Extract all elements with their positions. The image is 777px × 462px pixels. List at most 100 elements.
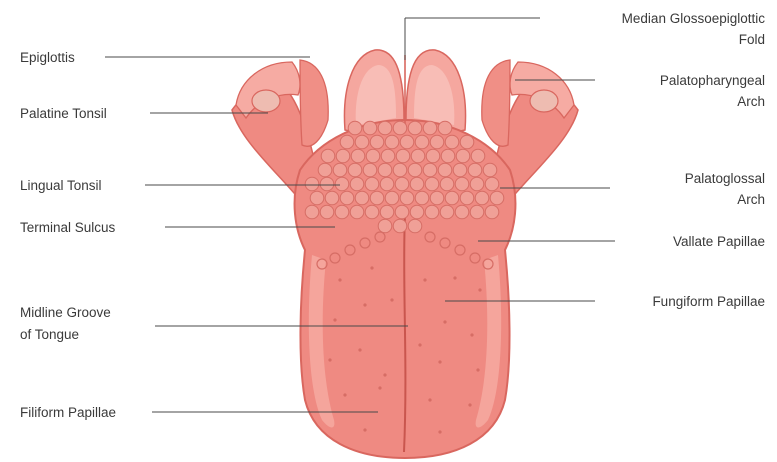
lingual-tonsil-bump xyxy=(348,163,362,177)
lingual-tonsil-bump xyxy=(378,121,392,135)
papilla-dot xyxy=(328,358,331,361)
papilla-dot xyxy=(418,343,421,346)
label-lingual-tonsil: Lingual Tonsil xyxy=(20,178,102,193)
papilla-dot xyxy=(476,368,479,371)
lingual-tonsil-bump xyxy=(335,177,349,191)
papilla-dot xyxy=(443,320,446,323)
lingual-tonsil-bump xyxy=(470,177,484,191)
label-epiglottis: Epiglottis xyxy=(20,50,75,65)
lingual-tonsil-bump xyxy=(426,149,440,163)
papilla-dot xyxy=(358,348,361,351)
lingual-tonsil-bump xyxy=(325,191,339,205)
lingual-tonsil-bump xyxy=(415,191,429,205)
lingual-tonsil-bump xyxy=(393,219,407,233)
papilla-dot xyxy=(363,303,366,306)
lingual-tonsil-bump xyxy=(380,177,394,191)
label-filiform-papillae: Filiform Papillae xyxy=(20,405,116,420)
lingual-tonsil-bump xyxy=(410,177,424,191)
lingual-tonsil-bump xyxy=(430,191,444,205)
right-palatine-tonsil-shape xyxy=(530,90,558,112)
lingual-tonsil-bump xyxy=(378,163,392,177)
lingual-tonsil-bump xyxy=(408,163,422,177)
lingual-tonsil-bump xyxy=(305,205,319,219)
papilla-dot xyxy=(370,266,373,269)
lingual-tonsil-bump xyxy=(400,135,414,149)
lingual-tonsil-bump xyxy=(470,205,484,219)
lingual-tonsil-bump xyxy=(395,177,409,191)
lingual-tonsil-bump xyxy=(475,191,489,205)
lingual-tonsil-bump xyxy=(310,191,324,205)
lingual-tonsil-bump xyxy=(425,205,439,219)
lingual-tonsil-bump xyxy=(485,177,499,191)
lingual-tonsil-bump xyxy=(396,149,410,163)
lingual-tonsil-bump xyxy=(385,191,399,205)
lingual-tonsil-bump xyxy=(366,149,380,163)
lingual-tonsil-bump xyxy=(348,121,362,135)
left-fold xyxy=(300,60,328,146)
lingual-tonsil-bump xyxy=(456,149,470,163)
label-midline-groove-2: of Tongue xyxy=(20,327,79,342)
lingual-tonsil-bump xyxy=(425,177,439,191)
lingual-tonsil-bump xyxy=(410,205,424,219)
papilla-dot xyxy=(363,428,366,431)
lingual-tonsil-bump xyxy=(370,191,384,205)
lingual-tonsil-bump xyxy=(440,205,454,219)
papilla-dot xyxy=(478,288,481,291)
lingual-tonsil-bump xyxy=(318,163,332,177)
lingual-tonsil-bump xyxy=(355,191,369,205)
lingual-tonsil-bump xyxy=(378,219,392,233)
lingual-tonsil-bump xyxy=(408,219,422,233)
label-palatoglossal-2: Arch xyxy=(737,192,765,207)
lingual-tonsil-bump xyxy=(471,149,485,163)
label-vallate-papillae: Vallate Papillae xyxy=(673,234,765,249)
lingual-tonsil-bump xyxy=(445,191,459,205)
lingual-tonsil-bump xyxy=(445,135,459,149)
papilla-dot xyxy=(423,278,426,281)
label-median-fold-2: Fold xyxy=(739,32,765,47)
label-palatine-tonsil: Palatine Tonsil xyxy=(20,106,107,121)
lingual-tonsil-bump xyxy=(363,163,377,177)
label-palatoglossal-1: Palatoglossal xyxy=(685,171,765,186)
papilla-dot xyxy=(470,333,473,336)
papilla-dot xyxy=(438,360,441,363)
lingual-tonsil-bump xyxy=(415,135,429,149)
papilla-dot xyxy=(390,298,393,301)
lingual-tonsil-bump xyxy=(365,205,379,219)
lingual-tonsil-bump xyxy=(490,191,504,205)
lingual-tonsil-bump xyxy=(321,149,335,163)
lingual-tonsil-bump xyxy=(460,191,474,205)
lingual-tonsil-bump xyxy=(440,177,454,191)
lingual-tonsil-bump xyxy=(365,177,379,191)
lingual-tonsil-bump xyxy=(333,163,347,177)
lingual-tonsil-bump xyxy=(385,135,399,149)
papilla-dot xyxy=(338,278,341,281)
lingual-tonsil-bump xyxy=(320,205,334,219)
lingual-tonsil-bump xyxy=(460,135,474,149)
papilla-dot xyxy=(378,386,381,389)
label-terminal-sulcus: Terminal Sulcus xyxy=(20,220,116,235)
lingual-tonsil-bump xyxy=(408,121,422,135)
lingual-tonsil-bump xyxy=(393,121,407,135)
papilla-dot xyxy=(468,403,471,406)
label-palatopharyngeal-1: Palatopharyngeal xyxy=(660,73,765,88)
lingual-tonsil-bump xyxy=(400,191,414,205)
lingual-tonsil-bump xyxy=(411,149,425,163)
lingual-tonsil-bump xyxy=(441,149,455,163)
midline-groove xyxy=(404,215,405,452)
lingual-tonsil-bump xyxy=(340,135,354,149)
lingual-tonsil-bump xyxy=(305,177,319,191)
lingual-tonsil-bump xyxy=(485,205,499,219)
left-palatine-tonsil-shape xyxy=(252,90,280,112)
lingual-tonsil-bump xyxy=(381,149,395,163)
papilla-dot xyxy=(343,393,346,396)
lingual-tonsil-bump xyxy=(363,121,377,135)
lingual-tonsil-bump xyxy=(340,191,354,205)
lingual-tonsil-bump xyxy=(423,163,437,177)
lingual-tonsil-bump xyxy=(468,163,482,177)
lingual-tonsil-bump xyxy=(438,163,452,177)
lingual-tonsil-bump xyxy=(438,121,452,135)
label-midline-groove-1: Midline Groove xyxy=(20,305,111,320)
right-fold xyxy=(482,60,510,146)
papilla-dot xyxy=(428,398,431,401)
lingual-tonsil-bump xyxy=(483,163,497,177)
